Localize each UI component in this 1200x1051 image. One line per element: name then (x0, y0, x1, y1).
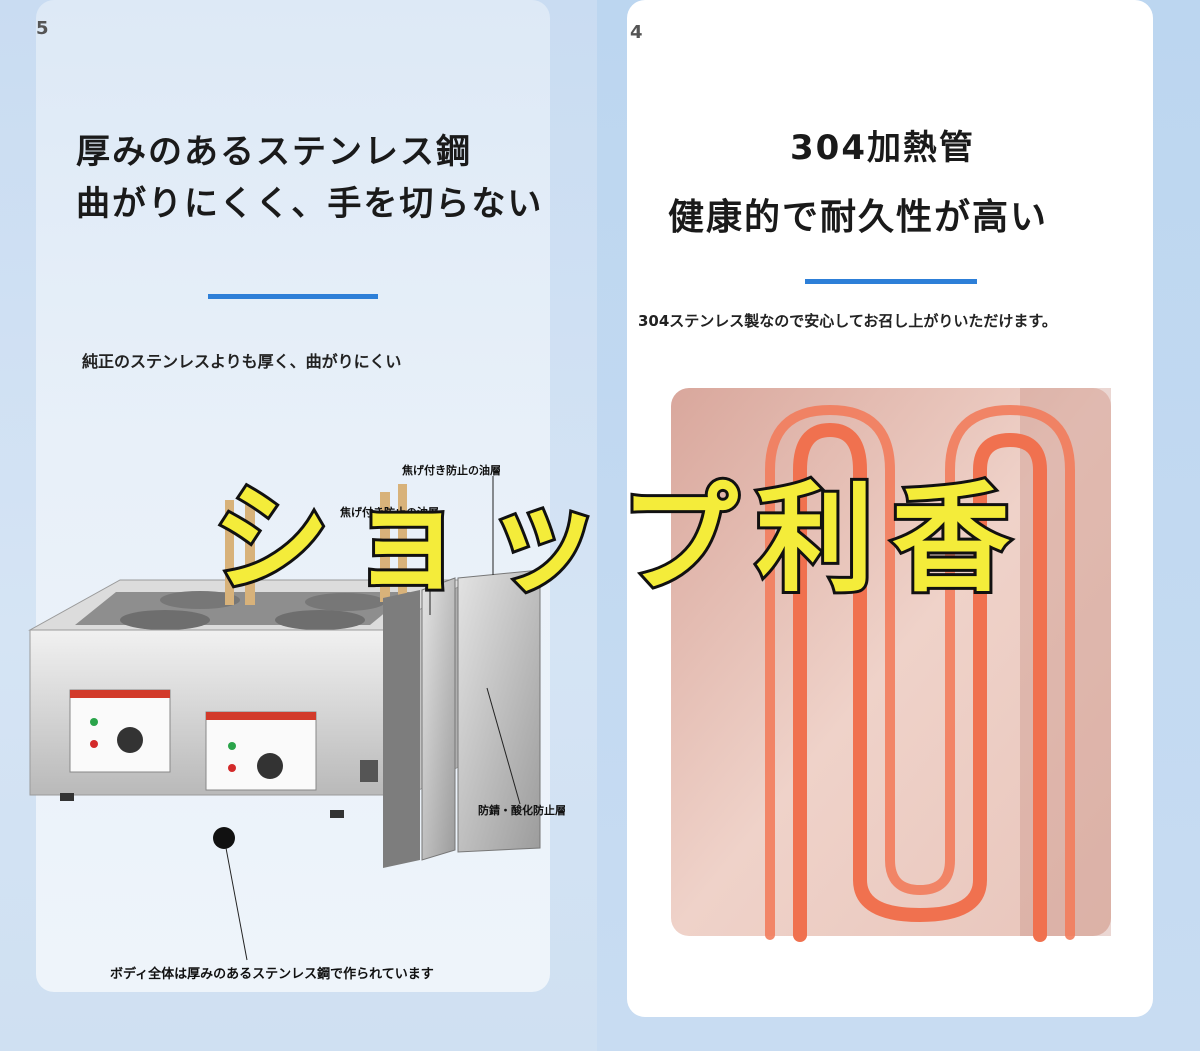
label-layer-top: 焦げ付き防止の油層 (402, 464, 501, 477)
right-heading-line2: 健康的で耐久性が高い (668, 197, 1049, 238)
right-heading-line1: 304加熱管 (790, 128, 975, 168)
watermark-text: ショップ利香 (212, 470, 1028, 608)
right-subtext: 304ステンレス製なので安心してお召し上がりいただけます。 (638, 312, 1057, 330)
left-heading-line2: 曲がりにくく、手を切らない (76, 184, 544, 224)
label-layer-bottom: 防錆・酸化防止層 (478, 804, 566, 817)
right-page-number: 4 (630, 22, 643, 43)
left-page-number: 5 (36, 18, 49, 39)
left-divider (208, 294, 378, 299)
left-heading-line1: 厚みのあるステンレス鋼 (76, 132, 472, 172)
shop-watermark: ショップ利香 (209, 467, 1028, 611)
body-caption: ボディ全体は厚みのあるステンレス鋼で作られています (110, 967, 434, 982)
label-layer-mid: 焦げ付き防止の油層 (340, 506, 439, 519)
left-subtext: 純正のステンレスよりも厚く、曲がりにくい (82, 352, 402, 371)
right-divider (805, 279, 977, 284)
